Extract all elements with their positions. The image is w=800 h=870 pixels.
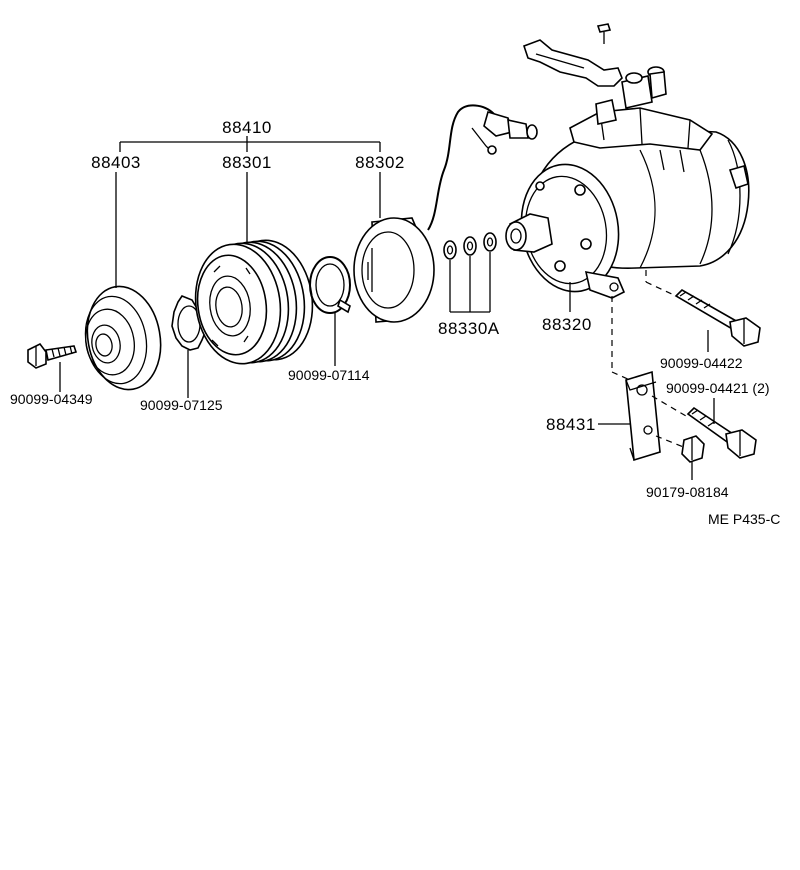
pulley-88301 <box>194 172 314 365</box>
label-88431: 88431 <box>546 415 596 434</box>
label-88330A: 88330A <box>438 319 500 338</box>
bolt-90099-04422 <box>674 289 761 352</box>
bracket-88431 <box>598 370 687 462</box>
label-88410: 88410 <box>222 118 272 137</box>
label-88403: 88403 <box>91 153 141 172</box>
label-90099-04349: 90099-04349 <box>10 391 93 407</box>
nut-90179-08184 <box>681 435 705 480</box>
label-90099-04422: 90099-04422 <box>660 355 743 371</box>
field-coil-88302 <box>353 104 538 323</box>
shims-88330A <box>443 232 497 313</box>
bolt-90099-04349 <box>27 342 78 392</box>
compressor-88320 <box>505 23 750 381</box>
pressure-plate-88403 <box>84 172 162 391</box>
label-88302: 88302 <box>355 153 405 172</box>
reference-code: ME P435-C <box>708 511 780 527</box>
label-88301: 88301 <box>222 153 272 172</box>
label-90099-04421: 90099-04421 (2) <box>666 380 770 396</box>
label-90099-07125: 90099-07125 <box>140 397 223 413</box>
assembly-bracket-88410 <box>119 136 381 152</box>
label-90099-07114: 90099-07114 <box>288 367 370 383</box>
bolt-90099-04421 <box>686 398 757 459</box>
label-88320: 88320 <box>542 315 592 334</box>
snap-ring-90099-07114 <box>309 256 351 366</box>
label-90179-08184: 90179-08184 <box>646 484 729 500</box>
